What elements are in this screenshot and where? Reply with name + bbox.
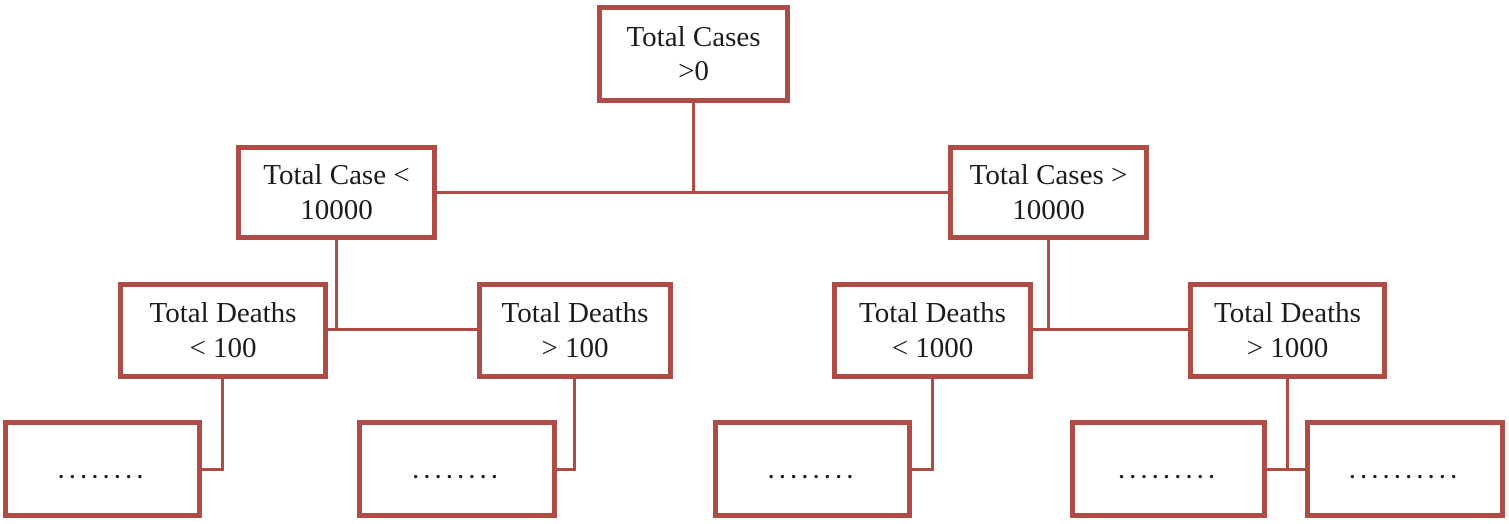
node-label-line: 10000 bbox=[1012, 193, 1085, 226]
placeholder-dots: .......... bbox=[1348, 452, 1462, 485]
connector-cases-gt-10000-stem bbox=[1047, 240, 1050, 331]
connector-leaf-4-5-crossbar bbox=[1267, 468, 1305, 471]
node-label-line: < 100 bbox=[189, 331, 257, 364]
connector-deaths-1000-crossbar bbox=[1033, 328, 1188, 331]
node-leaf-placeholder-3: ........ bbox=[713, 420, 912, 518]
node-total-deaths-gt-100: Total Deaths > 100 bbox=[477, 282, 673, 379]
node-leaf-placeholder-4: ......... bbox=[1070, 420, 1267, 518]
node-label-line: Total Case < bbox=[263, 159, 410, 192]
connector-leaf-1-hook bbox=[202, 468, 224, 471]
node-label-line: Total Deaths bbox=[859, 297, 1006, 330]
node-leaf-placeholder-2: ........ bbox=[357, 420, 557, 518]
node-total-cases-gt-10000: Total Cases > 10000 bbox=[948, 145, 1149, 240]
node-label-line: >0 bbox=[678, 55, 709, 87]
node-label-line: Total Cases bbox=[626, 20, 761, 53]
node-total-cases-root: Total Cases >0 bbox=[597, 5, 790, 103]
placeholder-dots: ........ bbox=[57, 452, 148, 485]
node-label-line: Total Cases > bbox=[969, 159, 1128, 192]
node-label-line: < 1000 bbox=[891, 331, 974, 364]
connector-deaths-lt-100-stem bbox=[221, 379, 224, 471]
placeholder-dots: ........ bbox=[767, 452, 858, 485]
connector-root-stem bbox=[692, 103, 695, 193]
connector-deaths-lt-1000-stem bbox=[931, 379, 934, 471]
node-label-line: Total Deaths bbox=[1214, 297, 1361, 330]
node-leaf-placeholder-5: .......... bbox=[1305, 420, 1505, 518]
node-total-deaths-gt-1000: Total Deaths > 1000 bbox=[1188, 282, 1387, 379]
placeholder-dots: ......... bbox=[1117, 452, 1220, 485]
node-label-line: Total Deaths bbox=[501, 297, 649, 330]
connector-leaf-2-hook bbox=[557, 468, 576, 471]
node-label-line: > 1000 bbox=[1246, 331, 1329, 364]
connector-cases-lt-10000-stem bbox=[335, 240, 338, 331]
node-leaf-placeholder-1: ........ bbox=[3, 420, 202, 518]
connector-deaths-100-crossbar bbox=[328, 328, 477, 331]
placeholder-dots: ........ bbox=[412, 452, 502, 485]
connector-deaths-gt-100-stem bbox=[573, 379, 576, 471]
node-total-case-lt-10000: Total Case < 10000 bbox=[236, 145, 437, 240]
connector-leaf-3-hook bbox=[912, 468, 934, 471]
connector-level2-crossbar bbox=[437, 191, 948, 194]
node-label-line: Total Deaths bbox=[149, 297, 297, 330]
node-label-line: 10000 bbox=[300, 193, 373, 226]
connector-deaths-gt-1000-stem bbox=[1286, 379, 1289, 471]
node-total-deaths-lt-100: Total Deaths < 100 bbox=[118, 282, 328, 379]
node-label-line: > 100 bbox=[541, 331, 609, 364]
node-total-deaths-lt-1000: Total Deaths < 1000 bbox=[832, 282, 1033, 379]
